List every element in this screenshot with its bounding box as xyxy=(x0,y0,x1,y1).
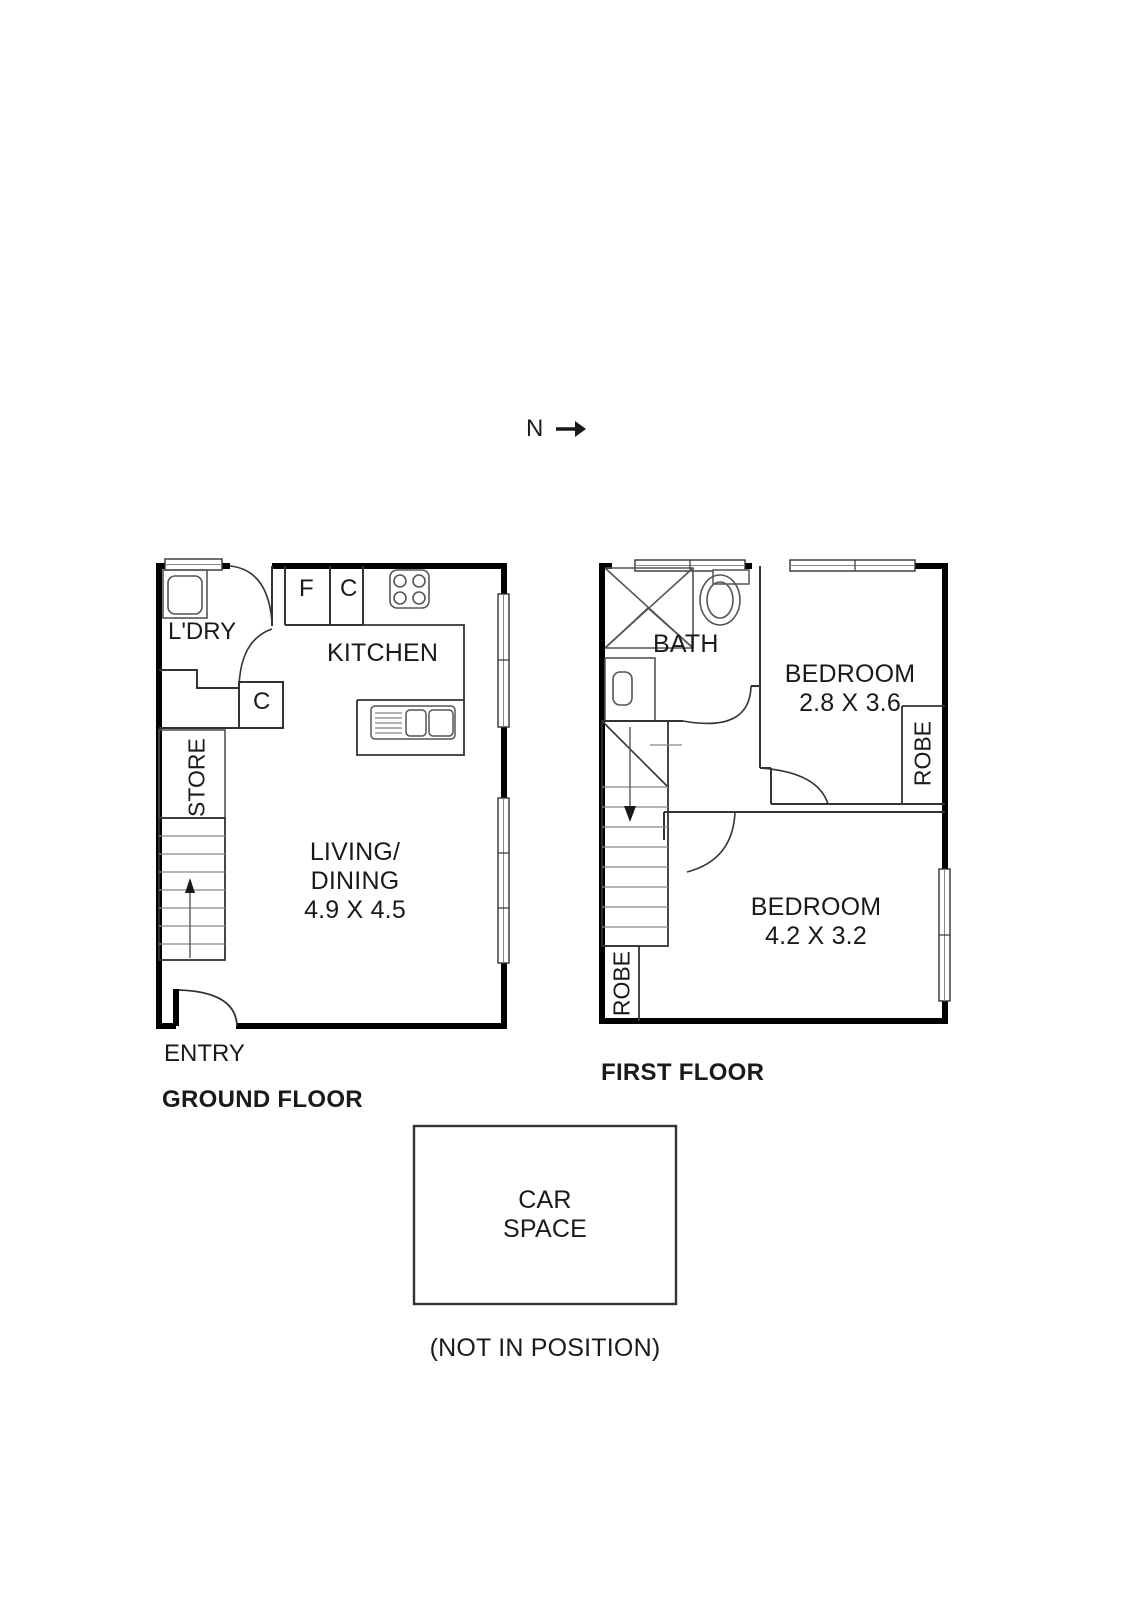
robe-bedroom1-label: ROBE xyxy=(909,720,936,787)
sink-icon xyxy=(370,705,456,740)
car-space-note: (NOT IN POSITION) xyxy=(429,1334,661,1362)
fridge-label: F xyxy=(299,575,314,602)
ground-floor-title: GROUND FLOOR xyxy=(162,1086,363,1113)
room-label-laundry: L'DRY xyxy=(168,618,237,645)
cooktop-icon xyxy=(389,569,430,609)
stairs-down xyxy=(601,720,682,947)
room-label-living-line1: LIVING/ xyxy=(309,838,401,866)
north-label: N xyxy=(526,415,544,442)
room-dimensions-bedroom1: 2.8 X 3.6 xyxy=(799,689,901,717)
kitchen-bench-lower xyxy=(356,699,465,756)
bath-door xyxy=(682,685,752,725)
north-arrow-icon xyxy=(556,421,586,437)
room-label-bedroom1: BEDROOM xyxy=(784,660,916,688)
robe-bedroom1-outline xyxy=(901,705,945,804)
kitchen-cupboards xyxy=(284,566,364,626)
cupboard-hall-label: C xyxy=(253,688,271,715)
toilet-icon xyxy=(699,574,741,626)
robe-bedroom2-label: ROBE xyxy=(608,950,635,1017)
entry-label: ENTRY xyxy=(164,1040,245,1067)
room-dimensions-living: 4.9 X 4.5 xyxy=(304,896,406,924)
laundry-door-top xyxy=(229,565,273,623)
room-label-bedroom2: BEDROOM xyxy=(750,893,882,921)
room-label-store: STORE xyxy=(183,738,210,817)
car-space-label-line2: SPACE xyxy=(503,1215,587,1243)
car-space-plan xyxy=(412,1124,678,1306)
room-label-bath: BATH xyxy=(653,630,719,658)
kitchen-bench-upper xyxy=(363,624,465,700)
cupboard-kitchen-label: C xyxy=(340,575,358,602)
first-floor-plan xyxy=(599,559,951,1024)
bedroom1-door xyxy=(759,767,829,805)
ground-floor-partitions xyxy=(159,566,284,729)
laundry-trough-icon xyxy=(162,569,208,619)
vanity-icon xyxy=(604,657,656,722)
car-space-label-line1: CAR xyxy=(518,1186,572,1214)
laundry-door-side xyxy=(238,628,273,689)
room-label-kitchen: KITCHEN xyxy=(327,639,439,667)
first-floor-windows xyxy=(634,559,951,1002)
stairs-up xyxy=(158,817,226,961)
room-label-living-line2: DINING xyxy=(310,867,400,895)
room-dimensions-bedroom2: 4.2 X 3.2 xyxy=(765,922,867,950)
first-floor-title: FIRST FLOOR xyxy=(601,1059,765,1086)
ground-floor-windows xyxy=(164,558,510,964)
entry-door xyxy=(173,989,238,1027)
ground-floor-plan xyxy=(156,558,510,1029)
bedroom2-door xyxy=(686,811,736,873)
shower-icon xyxy=(604,567,694,649)
